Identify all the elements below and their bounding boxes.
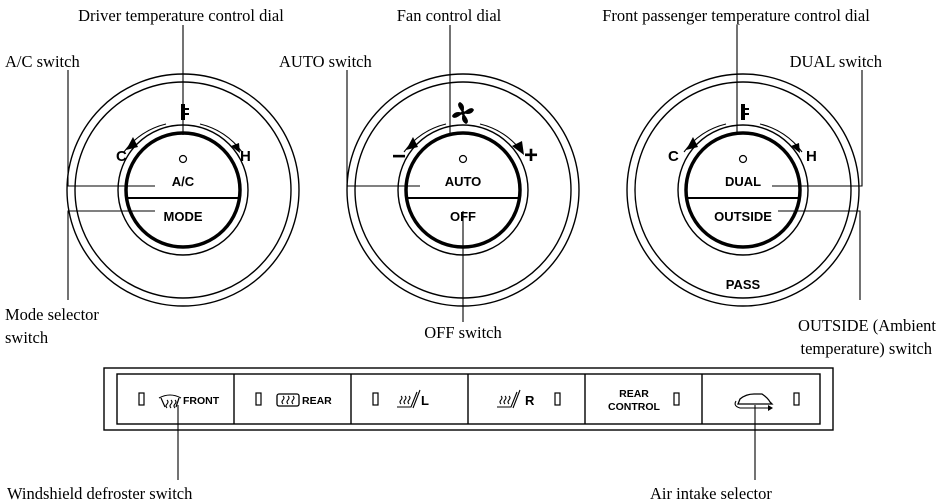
air-recirculation-icon	[734, 393, 774, 411]
dual-indicator	[738, 154, 748, 164]
off-switch-callout: OFF switch	[424, 323, 502, 342]
driver-hot-label: H	[240, 148, 251, 165]
rear-label: REAR	[302, 395, 332, 407]
mode-selector-callout-line1: Mode selector	[5, 305, 99, 324]
auto-button-label[interactable]: AUTO	[445, 174, 482, 189]
seat-right-label: R	[525, 393, 535, 408]
rear-control-indicator	[673, 392, 680, 406]
fan-dial-callout: Fan control dial	[397, 6, 502, 25]
air-intake-button[interactable]	[734, 392, 800, 411]
rear-defroster-icon	[276, 393, 300, 407]
ac-button-label[interactable]: A/C	[172, 174, 195, 189]
fan-increase-label: +	[524, 142, 538, 169]
front-defrost-indicator	[138, 392, 145, 406]
leader-lines	[67, 25, 863, 480]
button-panel	[103, 367, 834, 431]
outside-switch-callout-line2: temperature) switch	[801, 339, 933, 358]
mode-button-label[interactable]: MODE	[164, 209, 203, 224]
rear-defrost-indicator	[255, 392, 262, 406]
rear-control-label-line2: CONTROL	[608, 401, 660, 413]
seat-heater-icon	[497, 389, 521, 409]
rear-control-button[interactable]: REAR CONTROL	[608, 388, 680, 413]
left-seat-indicator	[372, 392, 379, 406]
right-seat-indicator	[554, 392, 561, 406]
dual-switch-callout: DUAL switch	[790, 52, 883, 71]
windshield-defroster-icon	[158, 394, 182, 409]
outside-switch-callout-line1: OUTSIDE (Ambient	[798, 316, 936, 335]
rear-defroster-button[interactable]: REAR	[255, 392, 332, 407]
passenger-cold-label: C	[668, 148, 679, 165]
fan-control-dial[interactable]: − + AUTO OFF	[346, 73, 580, 307]
fan-icon	[452, 102, 474, 124]
passenger-temp-dial-callout: Front passenger temperature control dial	[602, 6, 870, 25]
auto-switch-callout: AUTO switch	[279, 52, 372, 71]
thermometer-icon	[181, 104, 189, 120]
air-intake-indicator	[793, 392, 800, 406]
ac-switch-callout: A/C switch	[5, 52, 80, 71]
mode-selector-callout-line2: switch	[5, 328, 49, 347]
ac-indicator	[178, 154, 188, 164]
driver-temp-dial-callout: Driver temperature control dial	[78, 6, 284, 25]
fan-decrease-label: −	[392, 143, 406, 170]
seat-heater-icon	[397, 389, 421, 409]
driver-cold-label: C	[116, 148, 127, 165]
right-seat-heater-button[interactable]: R	[497, 389, 561, 409]
air-intake-callout: Air intake selector	[650, 484, 772, 503]
auto-indicator	[458, 154, 468, 164]
dual-button-label[interactable]: DUAL	[725, 174, 761, 189]
passenger-temperature-dial[interactable]: C H DUAL OUTSIDE PASS	[626, 73, 860, 307]
seat-left-label: L	[421, 393, 429, 408]
pass-label: PASS	[726, 277, 761, 292]
rear-control-label-line1: REAR	[619, 388, 649, 400]
windshield-defroster-button[interactable]: FRONT	[138, 392, 220, 409]
passenger-hot-label: H	[806, 148, 817, 165]
left-seat-heater-button[interactable]: L	[372, 389, 429, 409]
outside-button-label[interactable]: OUTSIDE	[714, 209, 772, 224]
thermometer-icon	[741, 104, 749, 120]
windshield-defroster-callout: Windshield defroster switch	[7, 484, 193, 503]
front-label: FRONT	[183, 395, 220, 407]
